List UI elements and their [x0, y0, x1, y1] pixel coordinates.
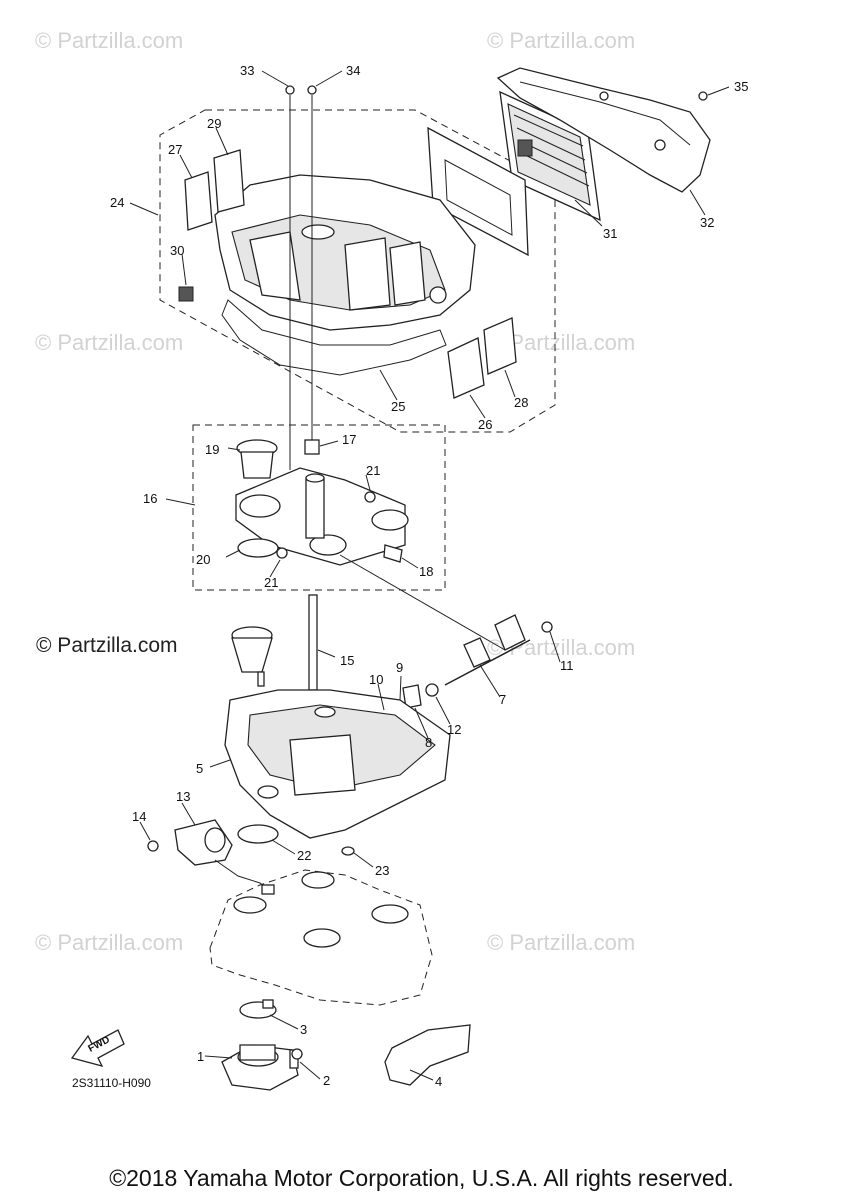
engine-port — [301, 871, 335, 889]
callout-19: 19 — [205, 442, 220, 457]
callout-8: 8 — [425, 735, 433, 750]
air-box-lower-5 — [224, 689, 451, 839]
callout-3: 3 — [300, 1022, 308, 1037]
group-16-outline — [192, 424, 446, 591]
callout-9: 9 — [396, 660, 404, 675]
callout-33: 33 — [240, 63, 255, 78]
shaft-assembly-7 — [444, 614, 531, 686]
callout-25: 25 — [391, 399, 406, 414]
callout-4: 4 — [435, 1074, 443, 1089]
diagram-code: 2S31110-H090 — [72, 1076, 151, 1090]
callout-32: 32 — [700, 215, 715, 230]
sensor-13 — [174, 819, 275, 895]
group-24-outline — [159, 109, 556, 433]
callout-7: 7 — [499, 692, 507, 707]
air-box-upper — [214, 174, 476, 331]
watermark: © Partzilla.com — [487, 930, 636, 955]
callout-2: 2 — [323, 1073, 331, 1088]
watermark-foreground: © Partzilla.com — [36, 634, 178, 657]
callout-35: 35 — [734, 79, 749, 94]
cover-4 — [384, 1024, 471, 1086]
intake-duct-plate — [427, 126, 529, 257]
callout-31: 31 — [603, 226, 618, 241]
callout-28: 28 — [514, 395, 529, 410]
callout-26: 26 — [478, 417, 493, 432]
callout-18: 18 — [419, 564, 434, 579]
callout-29: 29 — [207, 116, 222, 131]
seal-pad-29 — [213, 149, 245, 213]
seal-pad-26 — [447, 337, 485, 399]
o-ring-22 — [237, 824, 279, 844]
throttle-body-plate — [235, 467, 409, 566]
screw-35 — [698, 91, 708, 101]
callout-21: 21 — [264, 575, 279, 590]
cap-21 — [364, 491, 376, 503]
callout-27: 27 — [168, 142, 183, 157]
callout-12: 12 — [447, 722, 462, 737]
bolt-2 — [289, 1048, 303, 1069]
seal-pad-28 — [483, 317, 517, 375]
cap-21 — [276, 547, 288, 559]
leader-lines — [129, 70, 730, 1081]
callout-23: 23 — [375, 863, 390, 878]
callout-24: 24 — [110, 195, 125, 210]
callout-1: 1 — [197, 1049, 205, 1064]
callout-17: 17 — [342, 432, 357, 447]
callout-22: 22 — [297, 848, 312, 863]
watermark: © Partzilla.com — [35, 330, 184, 355]
callout-15: 15 — [340, 653, 355, 668]
callout-20: 20 — [196, 552, 211, 567]
leader — [339, 554, 506, 651]
callout-5: 5 — [196, 761, 204, 776]
engine-port — [371, 904, 409, 924]
air-filter-element — [499, 90, 601, 222]
callout-14: 14 — [132, 809, 147, 824]
callout-34: 34 — [346, 63, 361, 78]
clip-30 — [178, 286, 194, 302]
plate-8 — [402, 684, 422, 709]
fwd-arrow-icon — [70, 1029, 125, 1067]
callout-16: 16 — [143, 491, 158, 506]
watermark: © Partzilla.com — [35, 930, 184, 955]
velocity-stack-19 — [236, 439, 278, 479]
gasket — [221, 299, 447, 376]
seal-ring-20 — [237, 538, 279, 558]
watermark: © Partzilla.com — [487, 28, 636, 53]
intake-joint-1 — [221, 1044, 299, 1091]
callout-21: 21 — [366, 463, 381, 478]
engine-port — [233, 896, 267, 914]
screws-33-34 — [285, 85, 317, 470]
funnel — [231, 626, 273, 687]
bolt-14 — [147, 840, 159, 852]
callout-13: 13 — [176, 789, 191, 804]
clamp-3 — [239, 999, 277, 1019]
cap-17 — [304, 439, 320, 455]
clip-18 — [383, 544, 403, 563]
engine-head-outline — [209, 869, 433, 1006]
washer-11 — [541, 621, 553, 633]
copyright-notice: ©2018 Yamaha Motor Corporation, U.S.A. A… — [109, 1165, 734, 1191]
cap-23 — [341, 846, 355, 856]
seal-pad-27 — [184, 171, 213, 231]
callout-11: 11 — [560, 658, 574, 673]
cover — [496, 67, 711, 193]
bolt-12 — [425, 683, 439, 697]
callout-30: 30 — [170, 243, 185, 258]
callout-10: 10 — [369, 672, 384, 687]
watermark: © Partzilla.com — [35, 28, 184, 53]
engine-port — [303, 928, 341, 948]
